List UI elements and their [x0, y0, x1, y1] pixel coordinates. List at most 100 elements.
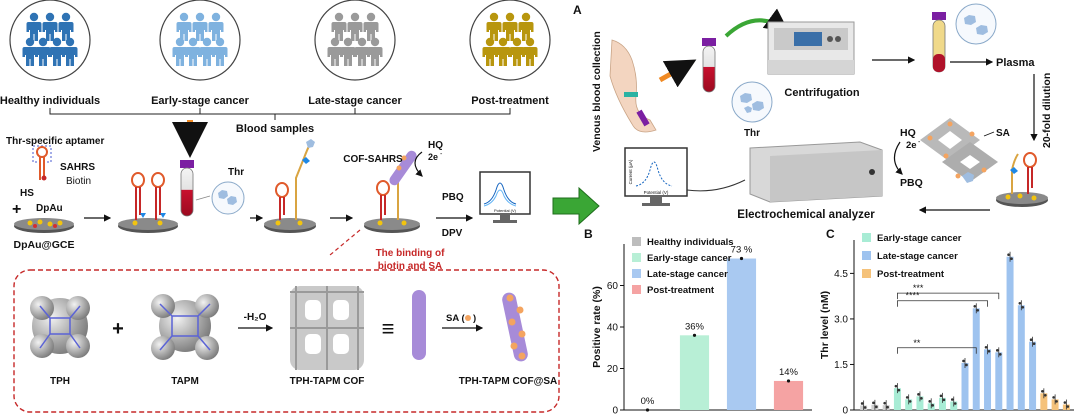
- minus-water-label: -H₂O: [244, 312, 267, 323]
- chart-b-data-label: 0%: [641, 396, 655, 407]
- sa-pointer: [983, 131, 995, 137]
- chart-c-legend-swatch: [862, 233, 871, 242]
- group-late: Late-stage cancer: [308, 0, 402, 107]
- chart-c-point: [942, 398, 946, 402]
- chart-b-bar: [679, 335, 710, 410]
- chart-c-point: [953, 402, 957, 405]
- analyzer-icon: [749, 141, 883, 203]
- chart-b-ytick-label: 40: [607, 323, 619, 334]
- chart-c-ytick-label: 0: [842, 406, 848, 417]
- chart-c-bar: [1017, 305, 1025, 410]
- binding-label-2: biotin and SA: [378, 261, 442, 272]
- chart-c-point: [917, 393, 920, 396]
- aptamer-label: Thr-specific aptamer: [6, 136, 104, 147]
- modified-electrode-2: [264, 139, 316, 233]
- cable: [686, 179, 746, 192]
- chart-c-point: [962, 359, 965, 363]
- chart-c-bar: [905, 399, 913, 410]
- chart-b-data-label: 73 %: [731, 245, 753, 256]
- chart-c-point: [905, 396, 909, 399]
- thr-label-a: Thr: [744, 128, 760, 139]
- chart-c-bar: [972, 308, 980, 410]
- group-healthy: Healthy individuals: [0, 0, 100, 107]
- chart-c-point: [995, 349, 999, 352]
- chart-c-ytick-label: 4.5: [834, 269, 848, 280]
- plasma-tube-icon: [932, 12, 946, 73]
- 2e-sup-left: -: [440, 151, 443, 158]
- chart-c-point: [875, 405, 878, 409]
- cof-network-icon: [920, 118, 998, 183]
- chart-c-point: [886, 405, 889, 409]
- chart-c-bar: [1051, 399, 1059, 410]
- chart-c-point: [863, 406, 867, 409]
- chart-c-point: [965, 363, 968, 367]
- chart-c-legend-label: Late-stage cancer: [877, 251, 958, 262]
- synthesis-frame: [13, 269, 560, 413]
- chart-c-point: [908, 400, 912, 403]
- chart-b-ytick-label: 60: [607, 281, 619, 292]
- chart-c-ylabel: Thr level (nM): [819, 291, 831, 359]
- chart-c-point: [1029, 338, 1033, 341]
- hq-label-left: HQ: [428, 140, 443, 151]
- chart-b-ytick-label: 20: [607, 364, 619, 375]
- plasma-label: Plasma: [996, 57, 1035, 69]
- late-people-icon: [327, 12, 383, 66]
- thr-zoom-a-icon: [731, 81, 773, 123]
- chart-c-ytick-label: 1.5: [834, 360, 848, 371]
- aptamer-box: [32, 145, 52, 163]
- electrode-a-icon: [996, 152, 1048, 207]
- early-people-icon: [172, 12, 228, 66]
- chart-c-point: [950, 398, 954, 401]
- plus-sign: +: [12, 201, 21, 218]
- chart-c-point: [987, 349, 991, 353]
- chart-b-legend-label: Healthy individuals: [647, 237, 734, 248]
- chart-c-point: [1052, 396, 1055, 399]
- 2e-label-a: 2e: [906, 140, 917, 151]
- chart-c-bar: [984, 349, 992, 410]
- chart-c-point: [1066, 405, 1070, 408]
- green-arrow-icon[interactable]: [552, 186, 600, 226]
- chart-c-sig-bracket: [897, 347, 977, 354]
- cof-sahrs-label: COF-SAHRS: [343, 154, 403, 165]
- post-people-icon: [482, 12, 538, 66]
- chart-c-point: [1063, 401, 1067, 404]
- venous-label: Venous blood collection: [591, 31, 603, 152]
- monitor-ylabel-a: Current (μA): [628, 159, 633, 184]
- tph-molecule-icon: [30, 296, 90, 358]
- pbq-label-a: PBQ: [900, 177, 923, 189]
- centrifuge-icon: [767, 21, 855, 75]
- chart-c-bar: [1040, 393, 1048, 410]
- redox-arrow-a: [893, 141, 903, 175]
- chart-c-point: [883, 401, 886, 405]
- chart-c-legend-swatch: [862, 251, 871, 260]
- group-label-healthy: Healthy individuals: [0, 95, 100, 107]
- 2e-sup-a: -: [918, 139, 921, 146]
- chart-b-legend-swatch: [632, 253, 641, 262]
- chart-b-legend-label: Late-stage cancer: [647, 269, 728, 280]
- chart-c-bar: [893, 388, 901, 410]
- electrode-icon: [14, 218, 74, 233]
- chart-b-point: [786, 379, 791, 383]
- chart-b-bar: [773, 380, 804, 410]
- cof-sa-rod-icon: [502, 292, 528, 362]
- chart-c-point: [897, 388, 901, 392]
- chart-b-legend-label: Post-treatment: [647, 285, 715, 296]
- chart-b-point: [645, 408, 650, 412]
- monitor-icon-a: Potential (V) Current (μA): [624, 147, 688, 206]
- chart-c-point: [1007, 253, 1010, 256]
- chart-c-point: [894, 384, 898, 388]
- chart-b-ytick-label: 0: [612, 406, 618, 417]
- thr-zoom-icon: [195, 181, 245, 215]
- monitor-xlabel-a: Potential (V): [644, 190, 669, 195]
- chart-c-point: [973, 305, 977, 308]
- callout-line: [329, 229, 361, 256]
- 2e-label-left: 2e: [428, 152, 438, 162]
- chart-c-legend-swatch: [862, 269, 871, 278]
- chart-c-bar: [1029, 341, 1037, 410]
- chart-c-point: [998, 353, 1002, 356]
- chart-c-point: [1055, 400, 1058, 403]
- chart-b-data-label: 14%: [779, 367, 799, 378]
- arm-icon: [609, 39, 657, 133]
- chart-c-point: [872, 401, 875, 405]
